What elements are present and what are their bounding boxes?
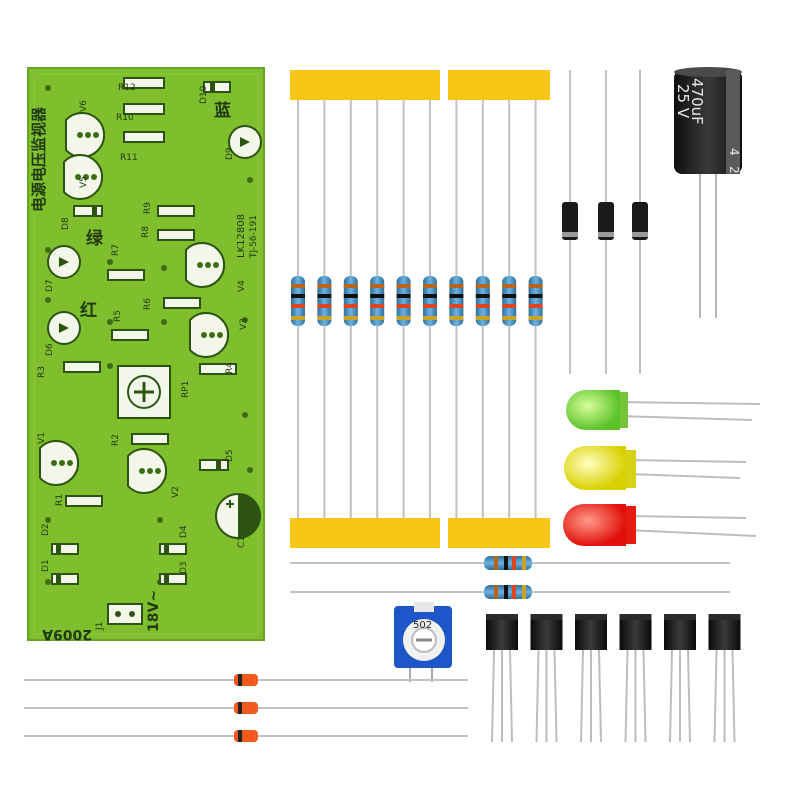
transistor [708,614,741,743]
pcb-model: LK12808 [236,214,247,258]
transistors [486,614,741,743]
capacitor-side-mark-1: 4 [727,148,741,156]
capacitor-voltage: 25 V [674,84,692,119]
pcb-resistor-footprints [63,77,237,507]
pcb-date-code: TJ-56-191 [249,215,259,259]
pcb-designator-r6: R6 [143,298,153,310]
vertical-resistor [291,84,305,536]
pcb-designator-v4: V4 [237,280,247,292]
pcb-designator-d8: D8 [61,217,71,230]
pcb-transistor-holes [51,132,223,474]
vertical-resistor [502,84,517,536]
pcb-green-label: 绿 [86,228,104,249]
tape-top-left [290,70,440,100]
pcb-designator-c1: C1 [237,536,247,548]
pcb-designator-r1: R1 [55,494,65,506]
transistor [486,614,518,743]
vertical-resistor [396,84,411,536]
pcb-board-id: 2009A [42,626,92,642]
pcb-diode-footprints [51,81,231,585]
vertical-resistor [475,84,490,536]
pcb-designator-v1: V1 [37,432,47,444]
pcb-designator-r2: R2 [111,434,121,446]
tape-bottom-left [290,518,440,548]
trimmer-potentiometer: 502 [394,602,452,682]
vertical-resistor [528,84,543,536]
horizontal-resistors [290,556,730,599]
transistor [530,614,563,743]
horizontal-resistor [290,556,730,570]
pcb-designator-v2: V2 [171,486,181,498]
vertical-resistor [423,84,437,536]
vertical-resistor [343,84,358,536]
pcb-designator-v3: V3 [239,318,249,330]
pcb-designator-r5: R5 [113,310,123,322]
pcb-supply-label: 18V~ [146,590,162,632]
tape-bottom-right [448,518,550,548]
glass-diode [24,730,468,742]
glass-diodes [24,674,468,742]
pcb-pot-footprint [117,365,171,419]
pcb-designator-rp1: RP1 [181,381,191,398]
pcb-designator-r9: R9 [143,202,153,214]
pcb-pads [45,85,253,585]
vertical-resistor [370,84,385,536]
pcb-led-marks [59,137,250,333]
capacitor-side-mark-2: 2 [727,166,741,174]
capacitor-value: 470uF [688,78,706,125]
glass-diode [24,702,468,714]
leds [563,390,761,546]
pcb-designator-r8: R8 [141,226,151,238]
pcb-inner-frame [33,73,259,635]
pcb-designator-d10: D10 [199,85,209,104]
pcb-designator-d4: D4 [179,525,189,538]
electrolytic-capacitor: 470uF 25 V 4 2 [674,67,742,318]
pcb-designator-v6: V6 [79,100,89,112]
pcb-connector-j1 [107,603,143,625]
pcb-designator-r4: R4 [225,362,235,374]
pcb-designator-r7: R7 [111,244,121,256]
transistor [575,614,607,743]
pcb-designator-d7: D7 [45,279,55,292]
pcb-red-label: 红 [80,300,97,321]
vertical-resistor [317,84,332,536]
vertical-resistor [449,84,464,536]
pcb-designator-d5: D5 [225,449,235,462]
pcb-cap-footprint [215,493,261,539]
pcb-designator-r3: R3 [37,366,47,378]
transistor [664,614,696,743]
pcb-designator-j1: J1 [95,622,105,631]
led-green [566,390,761,430]
led-red [563,504,757,546]
pcb-designator-d3: D3 [179,561,189,574]
resistor-tape-strip [290,70,550,548]
pcb-designator-d2: D2 [41,523,51,536]
pcb-designator-r10: R10 [116,113,134,123]
pcb-designator-v5: V5 [79,176,89,188]
led-yellow [564,446,747,490]
horizontal-resistor [290,585,730,599]
pcb-blue-label: 蓝 [214,101,231,121]
glass-diode [24,674,468,686]
pcb-title: 电源电压监视器 [30,106,48,212]
pcb-designator-r12: R12 [118,83,136,93]
pcb-diode-bands [56,82,221,584]
transistor [619,614,652,743]
pcb-designator-d9: D9 [225,147,235,160]
tape-top-right [448,70,550,100]
rectifier-diode [632,70,648,374]
vertical-resistor-leads [291,84,543,536]
rectifier-diode [562,70,578,374]
black-diodes [562,70,648,374]
pcb-designator-d1: D1 [41,559,51,572]
pcb-designator-d6: D6 [45,343,55,356]
rectifier-diode [598,70,614,374]
potentiometer-label: 502 [413,620,432,631]
pcb-designator-r11: R11 [120,153,138,163]
pcb-board: 电源电压监视器 LK12808 TJ-56-191 2009A 18V~ 蓝 绿… [27,67,265,642]
